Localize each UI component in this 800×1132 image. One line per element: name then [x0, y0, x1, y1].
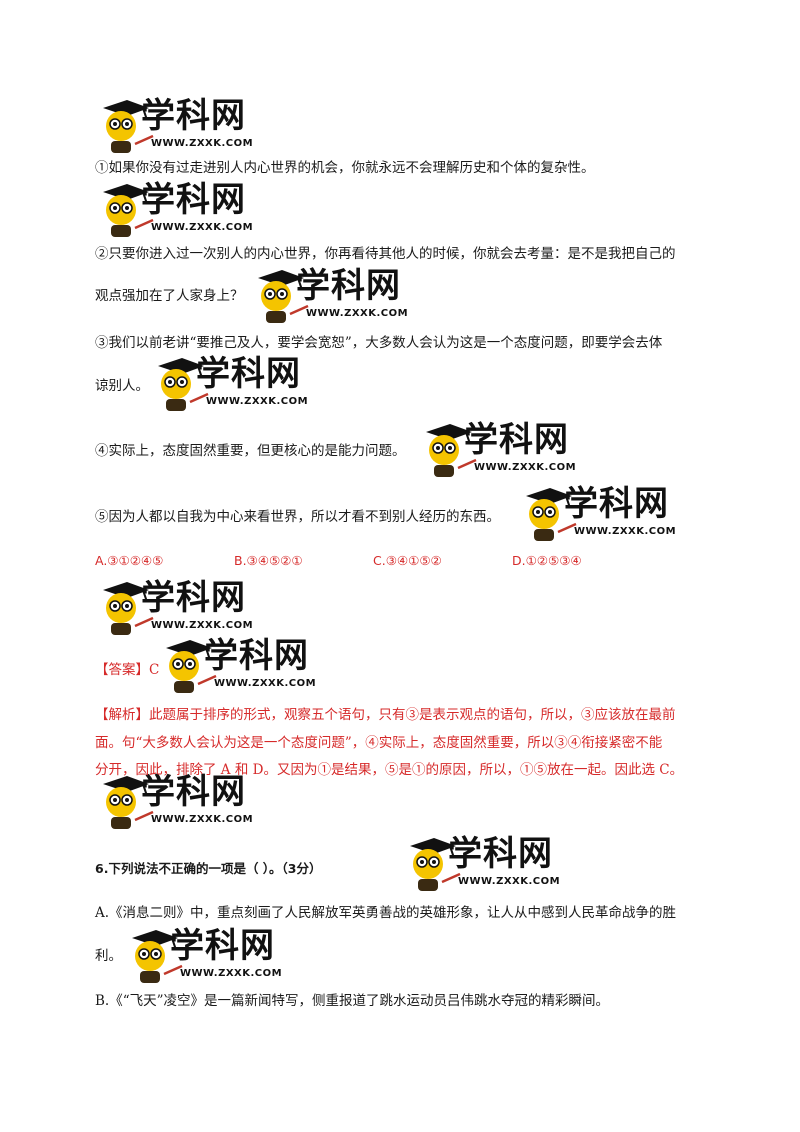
- mascot-icon: [410, 838, 461, 891]
- question-6-option-b: B.《“飞天”凌空》是一篇新闻特写，侧重报道了跳水运动员吕伟跳水夺冠的精彩瞬间。: [95, 993, 610, 1009]
- mascot-icon: [158, 358, 209, 411]
- mascot-icon: [426, 424, 477, 477]
- mascot-icon: [166, 640, 217, 693]
- sentence-3-cont: 谅别人。: [95, 378, 149, 394]
- sentence-2-cont: 观点强加在了人家身上？: [95, 288, 244, 304]
- mascot-icon: [103, 184, 154, 237]
- watermark-url: WWW.ZXXK.COM: [151, 814, 254, 825]
- zxxk-watermark-logo: 学科网 WWW.ZXXK.COM: [97, 772, 253, 834]
- sentence-3: ③我们以前老讲“要推己及人，要学会宽恕”，大多数人会认为这是一个态度问题，即要学…: [95, 335, 663, 351]
- question-6-option-a: A.《消息二则》中，重点刻画了人民解放军英勇善战的英雄形象，让人从中感到人民革命…: [95, 905, 677, 921]
- option-b: B.③④⑤②①: [234, 553, 303, 568]
- watermark-word: 学科网: [141, 96, 246, 136]
- zxxk-watermark-logo: 学科网 WWW.ZXXK.COM: [97, 180, 253, 242]
- zxxk-watermark-logo: 学科网 WWW.ZXXK.COM: [520, 484, 676, 546]
- mascot-icon: [132, 930, 183, 983]
- watermark-url: WWW.ZXXK.COM: [151, 138, 254, 149]
- zxxk-watermark-logo: 学科网 WWW.ZXXK.COM: [160, 636, 316, 698]
- zxxk-watermark-logo: 学科网 WWW.ZXXK.COM: [420, 420, 576, 482]
- zxxk-watermark-logo: 学科网 WWW.ZXXK.COM: [126, 926, 282, 988]
- zxxk-watermark-logo: 学科网 WWW.ZXXK.COM: [252, 266, 408, 328]
- analysis-line-2: 面。句“大多数人会认为这是一个态度问题”，④实际上，态度固然重要，所以③④衔接紧…: [95, 735, 663, 751]
- watermark-url: WWW.ZXXK.COM: [458, 876, 561, 887]
- mascot-icon: [103, 582, 154, 635]
- mascot-icon: [103, 776, 154, 829]
- watermark-word: 学科网: [448, 834, 553, 874]
- watermark-url: WWW.ZXXK.COM: [151, 222, 254, 233]
- watermark-url: WWW.ZXXK.COM: [306, 308, 409, 319]
- zxxk-watermark-logo: 学科网 WWW.ZXXK.COM: [152, 354, 308, 416]
- sentence-4: ④实际上，态度固然重要，但更核心的是能力问题。: [95, 443, 406, 459]
- watermark-word: 学科网: [141, 578, 246, 618]
- watermark-url: WWW.ZXXK.COM: [214, 678, 317, 689]
- watermark-url: WWW.ZXXK.COM: [180, 968, 283, 979]
- watermark-url: WWW.ZXXK.COM: [474, 462, 577, 473]
- watermark-url: WWW.ZXXK.COM: [574, 526, 677, 537]
- watermark-word: 学科网: [170, 926, 275, 966]
- question-6-option-a-cont: 利。: [95, 948, 122, 964]
- watermark-word: 学科网: [141, 772, 246, 812]
- answer-label: 【答案】C: [95, 662, 160, 678]
- watermark-url: WWW.ZXXK.COM: [206, 396, 309, 407]
- mascot-icon: [526, 488, 577, 541]
- mascot-icon: [258, 270, 309, 323]
- option-c: C.③④①⑤②: [373, 553, 442, 568]
- sentence-5: ⑤因为人都以自我为中心来看世界，所以才看不到别人经历的东西。: [95, 509, 500, 525]
- analysis-line-3: 分开，因此，排除了 A 和 D。又因为①是结果，⑤是①的原因，所以，①⑤放在一起…: [95, 762, 684, 778]
- watermark-word: 学科网: [564, 484, 669, 524]
- zxxk-watermark-logo: 学科网 WWW.ZXXK.COM: [97, 96, 253, 158]
- sentence-2: ②只要你进入过一次别人的内心世界，你再看待其他人的时候，你就会去考量：是不是我把…: [95, 246, 676, 262]
- watermark-url: WWW.ZXXK.COM: [151, 620, 254, 631]
- analysis-line-1: 【解析】此题属于排序的形式，观察五个语句，只有③是表示观点的语句，所以，③应该放…: [95, 707, 676, 723]
- watermark-word: 学科网: [204, 636, 309, 676]
- sentence-1: ①如果你没有过走进别人内心世界的机会，你就永远不会理解历史和个体的复杂性。: [95, 160, 595, 176]
- watermark-word: 学科网: [296, 266, 401, 306]
- zxxk-watermark-logo: 学科网 WWW.ZXXK.COM: [404, 834, 560, 896]
- option-d: D.①②⑤③④: [512, 553, 582, 568]
- watermark-word: 学科网: [141, 180, 246, 220]
- option-a: A.③①②④⑤: [95, 553, 164, 568]
- question-6-stem: 6.下列说法不正确的一项是（ ）。（3分）: [95, 861, 322, 876]
- watermark-word: 学科网: [464, 420, 569, 460]
- mascot-icon: [103, 100, 154, 153]
- watermark-word: 学科网: [196, 354, 301, 394]
- zxxk-watermark-logo: 学科网 WWW.ZXXK.COM: [97, 578, 253, 640]
